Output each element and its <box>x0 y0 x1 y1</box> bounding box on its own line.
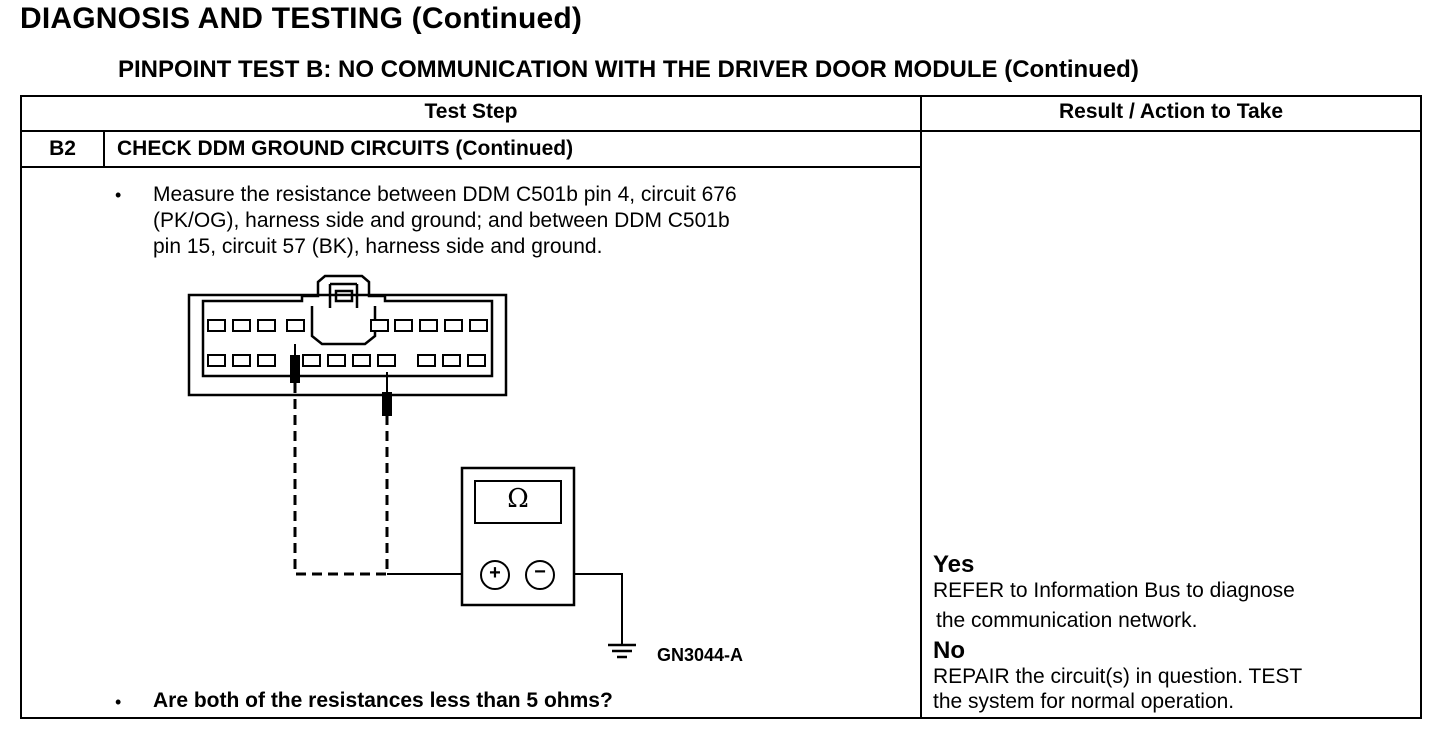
pin <box>257 319 276 332</box>
pin <box>467 354 486 367</box>
negative-terminal <box>525 560 555 590</box>
pin <box>444 319 463 332</box>
pin <box>207 354 226 367</box>
column-header-result: Result / Action to Take <box>1058 100 1284 123</box>
figure-label: GN3044-A <box>657 645 744 665</box>
probe-pin-4 <box>290 355 300 383</box>
table-column-divider <box>920 95 922 719</box>
ohmmeter <box>460 466 576 607</box>
pin <box>257 354 276 367</box>
table-header-divider <box>20 130 1422 132</box>
pin <box>352 354 371 367</box>
pin <box>419 319 438 332</box>
step-number-divider <box>103 130 105 168</box>
pin <box>417 354 436 367</box>
pin <box>370 319 389 332</box>
connector-inner-shell <box>201 274 494 378</box>
pin <box>286 319 305 332</box>
test-probes <box>290 344 392 416</box>
connector-key <box>310 306 377 346</box>
pin <box>232 354 251 367</box>
pinpoint-test-title: PINPOINT TEST B: NO COMMUNICATION WITH T… <box>118 56 1139 83</box>
column-header-test-step: Test Step <box>424 100 518 123</box>
dashed-lead <box>293 383 389 576</box>
page-title: DIAGNOSIS AND TESTING (Continued) <box>20 2 583 35</box>
locking-tab <box>328 282 359 308</box>
lead-to-ground <box>553 573 623 644</box>
positive-terminal <box>480 560 510 590</box>
pin <box>207 319 226 332</box>
test-leads <box>293 383 389 576</box>
table-bottom-border <box>20 717 1422 719</box>
pin <box>394 319 413 332</box>
pin <box>232 319 251 332</box>
instruction-bullet: • <box>115 185 122 205</box>
step-title-divider <box>20 166 922 168</box>
result-yes-line: the communication network. <box>936 609 1198 632</box>
probe-pin-15 <box>382 392 392 416</box>
pin <box>442 354 461 367</box>
connector-pins <box>207 319 488 367</box>
result-no-line: the system for normal operation. <box>933 690 1235 713</box>
table-right-border <box>1420 95 1422 719</box>
result-yes-line: REFER to Information Bus to diagnose <box>933 579 1295 602</box>
meter-display <box>474 480 562 524</box>
ground-symbol <box>608 643 636 659</box>
pin <box>469 319 488 332</box>
instruction-line: pin 15, circuit 57 (BK), harness side an… <box>153 235 603 258</box>
connector-outer-shell <box>187 293 508 397</box>
pin <box>302 354 321 367</box>
pin <box>327 354 346 367</box>
question-bullet: • <box>115 692 122 712</box>
table-left-border <box>20 95 22 719</box>
result-no-label: No <box>933 637 965 664</box>
pin <box>377 354 396 367</box>
step-title: CHECK DDM GROUND CIRCUITS (Continued) <box>117 137 574 160</box>
table-top-border <box>20 95 1422 97</box>
result-yes-label: Yes <box>933 551 975 578</box>
instruction-line: Measure the resistance between DDM C501b… <box>153 183 737 206</box>
instruction-text: Measure the resistance between DDM C501b… <box>153 182 737 260</box>
minus-icon: − <box>534 561 546 583</box>
connector-c501b <box>187 274 508 397</box>
step-number: B2 <box>49 137 76 160</box>
plus-icon: + <box>489 562 501 584</box>
question-text: Are both of the resistances less than 5 … <box>153 689 613 712</box>
result-no-line: REPAIR the circuit(s) in question. TEST <box>933 665 1303 688</box>
ohm-symbol: Ω <box>507 484 529 514</box>
locking-tab-window <box>334 289 354 303</box>
instruction-line: (PK/OG), harness side and ground; and be… <box>153 209 730 232</box>
